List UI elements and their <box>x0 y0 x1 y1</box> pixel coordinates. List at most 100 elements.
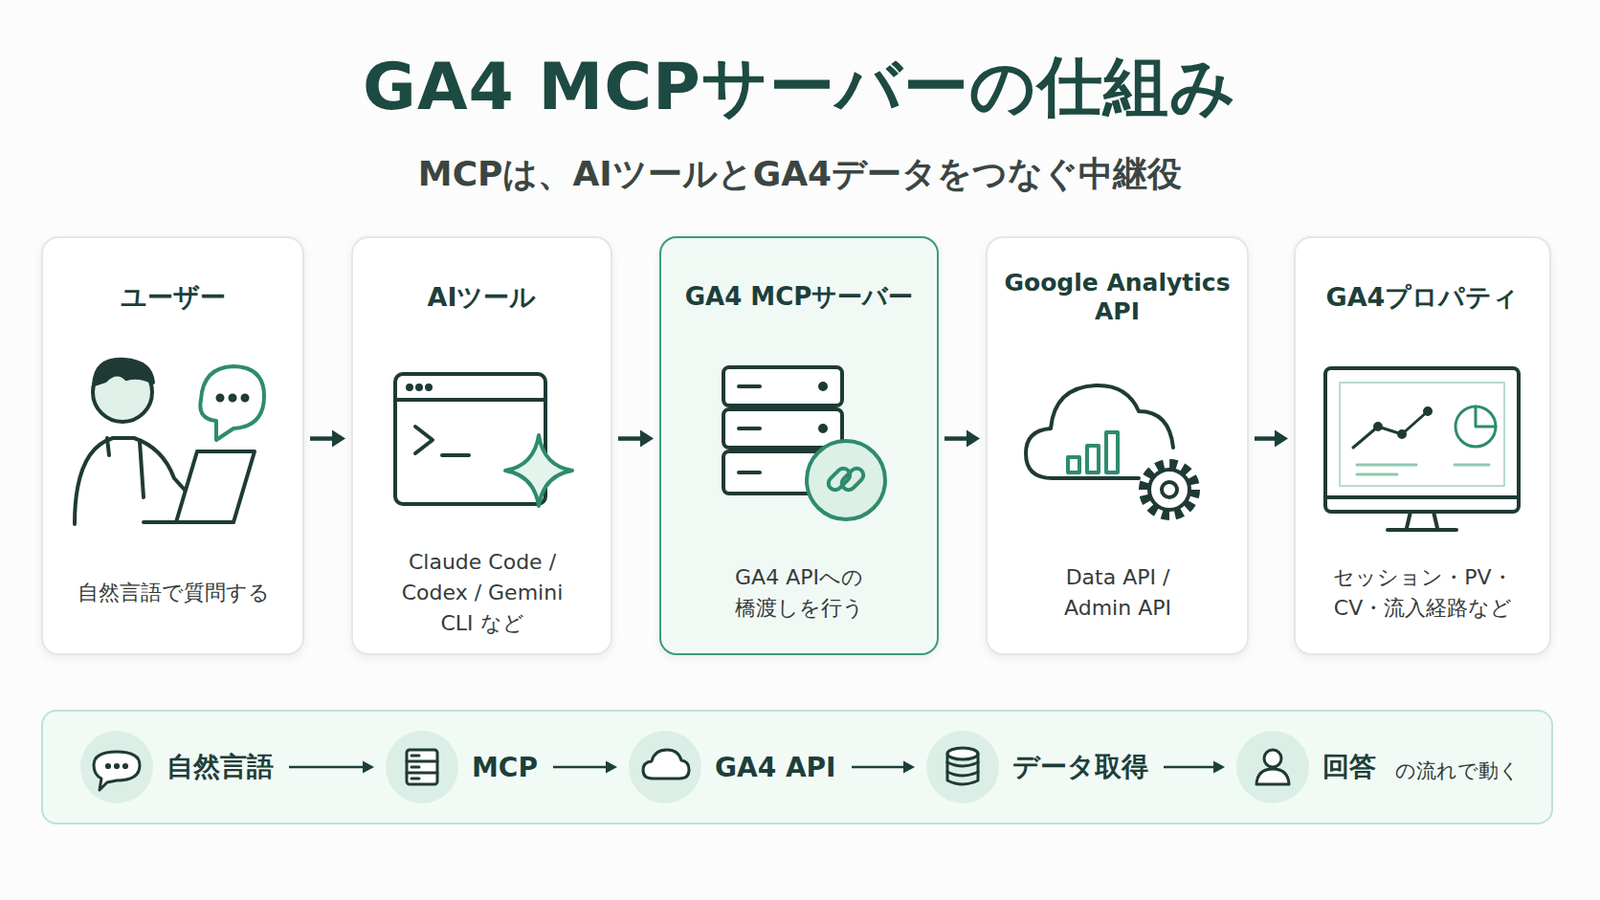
arrow-line <box>1254 436 1277 442</box>
user-icon <box>74 359 265 525</box>
drawing-part <box>93 359 154 385</box>
drawing-part <box>806 441 886 520</box>
arrow-head <box>605 761 618 775</box>
drawing-part <box>1455 406 1496 447</box>
card-heading: GA4 MCPサーバー <box>670 282 928 312</box>
drawing-part <box>505 435 573 507</box>
drawing-part <box>1356 473 1398 477</box>
drawing-part <box>1087 445 1099 473</box>
drawing-part <box>176 451 255 523</box>
arrow-head <box>362 761 375 775</box>
drawing-part <box>1475 406 1496 427</box>
drawing-part <box>218 396 223 401</box>
drawing-part <box>1387 511 1457 531</box>
flow-step-label: GA4 API <box>714 752 837 784</box>
drawing-part <box>74 438 192 525</box>
flow-arrow <box>1163 761 1225 775</box>
drawing-part <box>1149 469 1190 511</box>
drawing-part <box>1339 382 1505 487</box>
flow-arrow <box>618 430 654 448</box>
card-heading: Google Analytics API <box>997 268 1238 327</box>
subtitle-label: MCPは、AIツールとGA4データをつなぐ中継役 <box>0 151 1600 199</box>
drawing-part <box>123 764 127 768</box>
arrow-line <box>310 436 334 442</box>
arrow-line <box>1163 766 1216 770</box>
arrow-head <box>332 430 346 448</box>
arrow-head <box>640 430 654 448</box>
drawing-part <box>114 764 118 768</box>
server-icon <box>723 367 886 520</box>
drawing-part <box>1067 457 1080 473</box>
drawing-part <box>947 762 978 777</box>
drawing-part <box>985 236 1249 656</box>
drawing-part <box>738 384 760 389</box>
flow-band: の流れで動く 自然言語 MCP GA4 API データ取得 回答 <box>41 710 1554 825</box>
process-card: Google Analytics API Data API / Admin API <box>985 236 1249 656</box>
drawing-part <box>1236 731 1310 804</box>
drawing-part <box>820 383 826 390</box>
drawing-part <box>738 470 760 475</box>
drawing-part <box>1025 385 1174 479</box>
arrow-head <box>966 430 980 448</box>
card-heading: AIツール <box>362 282 601 313</box>
drawing-part <box>1356 464 1417 467</box>
flow-step: MCP <box>385 731 542 804</box>
arrow-head <box>1274 430 1289 448</box>
flow-step: GA4 API <box>628 731 841 804</box>
drawing-part <box>406 772 438 776</box>
drawing-part <box>643 750 689 779</box>
drawing-part <box>1161 482 1178 498</box>
drawing-part <box>411 766 420 770</box>
card-body: セッション・PV・ CV・流入経路など <box>1329 562 1517 624</box>
flow-arrow <box>553 761 618 775</box>
drawing-part <box>723 367 843 406</box>
drawing-part <box>415 426 433 454</box>
arrow-head <box>1213 761 1225 775</box>
card-body: Claude Code / Codex / Gemini CLI など <box>396 547 569 640</box>
drawing-part <box>406 760 438 764</box>
band-note: の流れで動く <box>1395 757 1520 785</box>
flow-arrow <box>851 761 915 775</box>
flow-icons <box>80 731 1310 804</box>
arrow-line <box>288 766 365 770</box>
card-body: 自然言語で質問する <box>58 577 289 609</box>
drawing-part <box>107 438 144 498</box>
drawing-part <box>417 385 422 390</box>
drawing-part <box>407 385 412 390</box>
flow-step: 回答 <box>1236 731 1380 804</box>
drawing-part <box>628 731 702 804</box>
drawing-part <box>659 236 939 656</box>
card-body: Data API / Admin API <box>1036 562 1200 624</box>
flow-arrow <box>310 430 346 448</box>
process-card: ユーザー自然言語で質問する <box>41 236 305 656</box>
diagram-title: GA4 MCPサーバーの仕組み <box>0 44 1600 132</box>
drawing-part <box>41 710 1554 825</box>
drawing-part <box>385 731 459 804</box>
drawing-part <box>1399 431 1405 438</box>
flow-arrow <box>1254 430 1289 448</box>
flow-step-label: 回答 <box>1322 749 1377 786</box>
drawing-part <box>80 731 154 804</box>
drawing-part <box>1454 464 1489 467</box>
drawing-part <box>723 409 843 448</box>
card-heading: ユーザー <box>52 282 293 313</box>
drawing-part <box>1264 750 1282 768</box>
drawing-part <box>406 750 438 785</box>
drawing-part <box>1375 423 1381 430</box>
arrow-line <box>851 766 906 770</box>
drawing-part <box>1353 411 1428 448</box>
flow-step-label: データ取得 <box>1012 749 1149 786</box>
flow-step-label: 自然言語 <box>166 749 274 786</box>
drawing-part <box>1424 408 1431 415</box>
drawing-part <box>41 236 305 656</box>
drawing-part <box>243 396 248 401</box>
drawing-part <box>200 366 265 441</box>
drawing-part <box>1143 464 1196 516</box>
monitor-icon <box>1325 368 1519 531</box>
drawing-part <box>426 385 431 390</box>
drawing-part <box>411 777 420 781</box>
drawing-part <box>820 425 826 432</box>
drawing-part <box>351 236 613 656</box>
drawing-part <box>947 748 978 760</box>
